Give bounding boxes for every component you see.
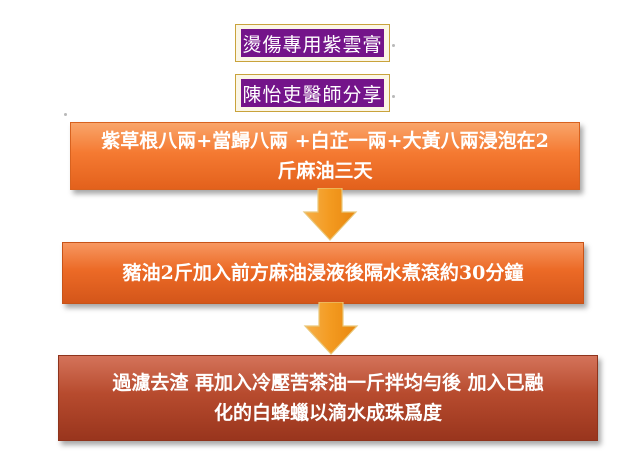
title-box-source: 陳怡吏醫師分享 [235,74,390,112]
step-1-box: 紫草根八兩+當歸八兩 +白芷一兩+大黃八兩浸泡在2 斤麻油三天 [70,122,580,190]
decorative-dot [392,95,395,98]
step-2-line-1: 豬油2斤加入前方麻油浸液後隔水煮滾約30分鐘 [122,262,524,284]
down-arrow-icon [303,302,359,355]
title-source-doctor: 陳怡吏醫師分享 [241,79,384,107]
down-arrow-icon [302,188,358,241]
step-1-line-2: 斤麻油三天 [277,160,373,182]
step-1-line-1: 紫草根八兩+當歸八兩 +白芷一兩+大黃八兩浸泡在2 [101,130,549,152]
step-3-box: 過濾去渣 再加入冷壓苦茶油一斤拌均勻後 加入已融 化的白蜂蠟以滴水成珠爲度 [58,355,598,441]
step-3-line-2: 化的白蜂蠟以滴水成珠爲度 [213,402,442,424]
step-2-box: 豬油2斤加入前方麻油浸液後隔水煮滾約30分鐘 [62,242,584,304]
decorative-dot [64,113,67,116]
step-3-line-1: 過濾去渣 再加入冷壓苦茶油一斤拌均勻後 加入已融 [112,372,544,394]
title-box-product: 燙傷專用紫雲膏 [235,24,390,62]
title-product-name: 燙傷專用紫雲膏 [241,29,384,57]
decorative-dot [392,44,395,47]
